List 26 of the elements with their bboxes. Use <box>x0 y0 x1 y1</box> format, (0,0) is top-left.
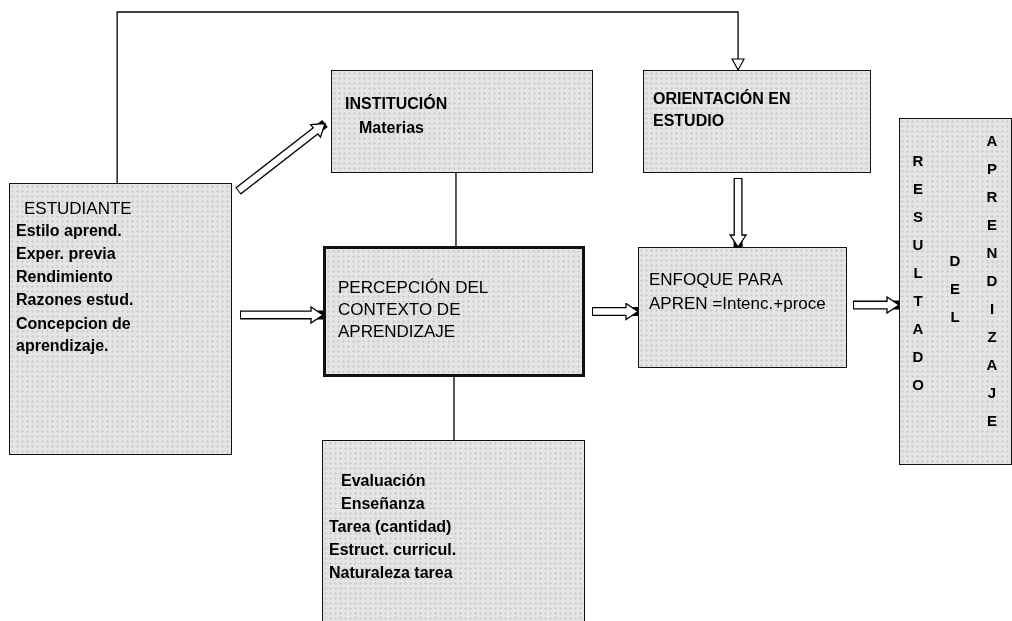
box-text: APRENDIZAJE <box>986 131 1004 431</box>
process-box <box>9 183 232 455</box>
box-text: Estilo aprend. <box>16 221 122 241</box>
process-box <box>899 118 1012 465</box>
box-text: Exper. previa <box>16 244 116 264</box>
box-text: RESULTADO <box>912 151 930 395</box>
box-text: Tarea (cantidad) <box>329 517 452 537</box>
box-text: INSTITUCIÓN <box>345 94 448 114</box>
box-text: Evaluación <box>341 471 426 491</box>
box-text: Rendimiento <box>16 267 113 287</box>
box-text: Enseñanza <box>341 494 425 514</box>
box-text: Naturaleza tarea <box>329 563 453 583</box>
box-text: Estruct. curricul. <box>329 540 457 560</box>
process-box <box>323 246 585 377</box>
box-text: ESTUDIANTE <box>24 198 132 220</box>
box-text: ORIENTACIÓN EN ESTUDIO <box>653 88 792 132</box>
box-text: PERCEPCIÓN DEL CONTEXTO DE APRENDIZAJE <box>338 277 489 344</box>
process-box <box>638 247 847 368</box>
box-text: Razones estud. <box>16 290 134 310</box>
process-box <box>322 440 585 621</box>
box-text: Concepcion de aprendizaje. <box>16 314 132 357</box>
box-text: Materias <box>359 118 424 138</box>
box-text: DEL <box>949 251 967 327</box>
process-box <box>643 70 871 173</box>
box-text: ENFOQUE PARA APREN =Intenc.+proce <box>649 269 827 315</box>
process-box <box>331 70 593 173</box>
